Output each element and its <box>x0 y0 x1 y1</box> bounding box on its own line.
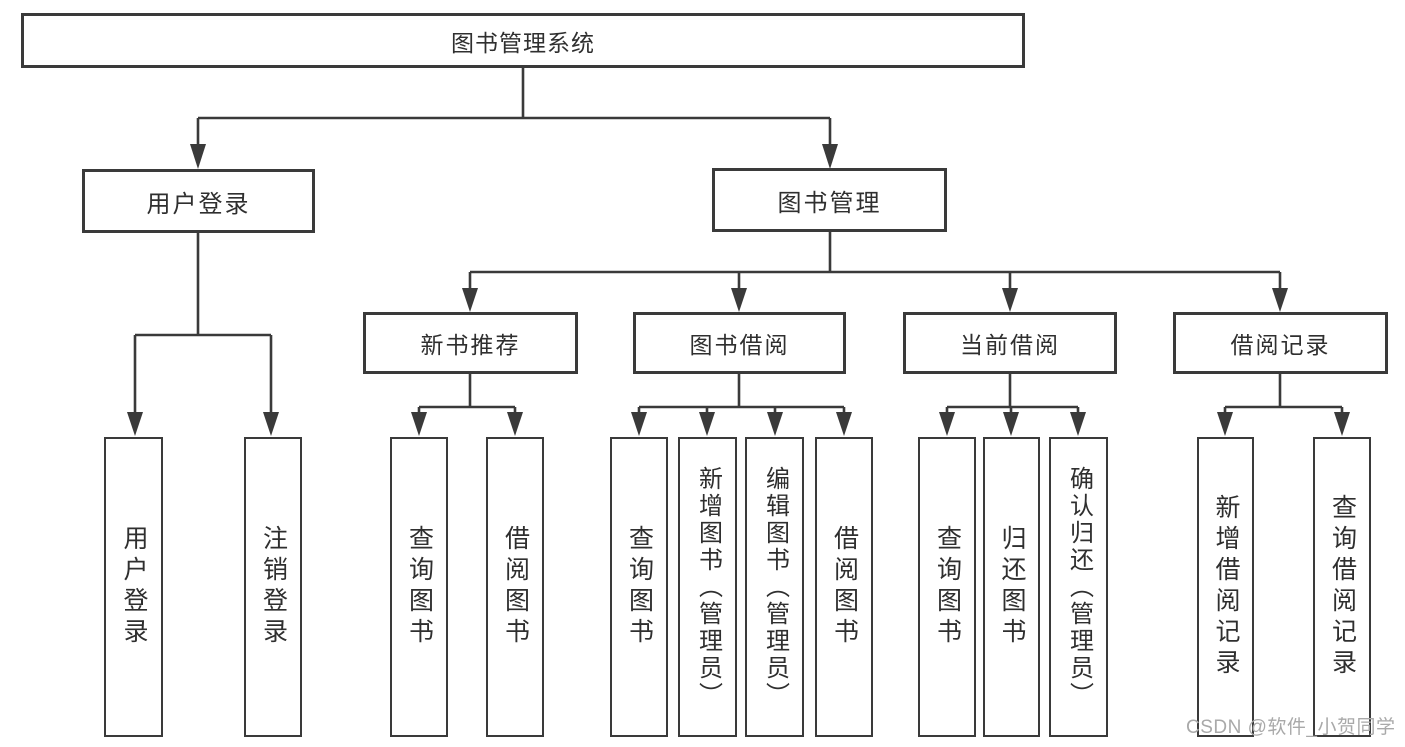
node-borrowing-records: 借阅记录 <box>1173 312 1388 374</box>
leaf-query-books-recommend: 查询图书 <box>390 437 448 737</box>
leaf-label: 归还图书 <box>998 525 1026 649</box>
node-current-borrowing: 当前借阅 <box>903 312 1117 374</box>
leaf-label: 确认归还（管理员） <box>1065 465 1093 709</box>
leaf-label: 新增图书（管理员） <box>694 465 722 709</box>
node-book-borrowing: 图书借阅 <box>633 312 846 374</box>
node-new-book-recommend: 新书推荐 <box>363 312 578 374</box>
node-user-login-branch: 用户登录 <box>82 169 315 233</box>
leaf-label: 借阅图书 <box>830 525 859 649</box>
leaf-query-borrow-record: 查询借阅记录 <box>1313 437 1371 737</box>
leaf-add-books-admin: 新增图书（管理员） <box>678 437 737 737</box>
leaf-label: 借阅图书 <box>501 525 530 649</box>
leaf-logout: 注销登录 <box>244 437 302 737</box>
node-library-system: 图书管理系统 <box>21 13 1025 68</box>
leaf-label: 查询借阅记录 <box>1328 494 1357 680</box>
leaf-label: 查询图书 <box>405 525 434 649</box>
leaf-borrow-books-recommend: 借阅图书 <box>486 437 544 737</box>
leaf-borrow-books: 借阅图书 <box>815 437 873 737</box>
leaf-query-books-current: 查询图书 <box>918 437 976 737</box>
leaf-confirm-return-admin: 确认归还（管理员） <box>1049 437 1108 737</box>
leaf-return-books: 归还图书 <box>983 437 1040 737</box>
leaf-label: 查询图书 <box>933 525 962 649</box>
leaf-user-login-label: 用户登录 <box>120 525 148 649</box>
leaf-add-borrow-record: 新增借阅记录 <box>1197 437 1254 737</box>
leaf-query-books-borrow: 查询图书 <box>610 437 668 737</box>
leaf-user-login: 用户登录 <box>104 437 163 737</box>
csdn-watermark: CSDN @软件_小贺同学 <box>1186 717 1396 738</box>
leaf-label: 新增借阅记录 <box>1212 494 1240 680</box>
node-book-management-branch: 图书管理 <box>712 168 947 232</box>
leaf-edit-books-admin: 编辑图书（管理员） <box>745 437 804 737</box>
leaf-label: 编辑图书（管理员） <box>761 465 789 709</box>
leaf-label: 查询图书 <box>625 525 654 649</box>
leaf-logout-label: 注销登录 <box>259 525 288 649</box>
